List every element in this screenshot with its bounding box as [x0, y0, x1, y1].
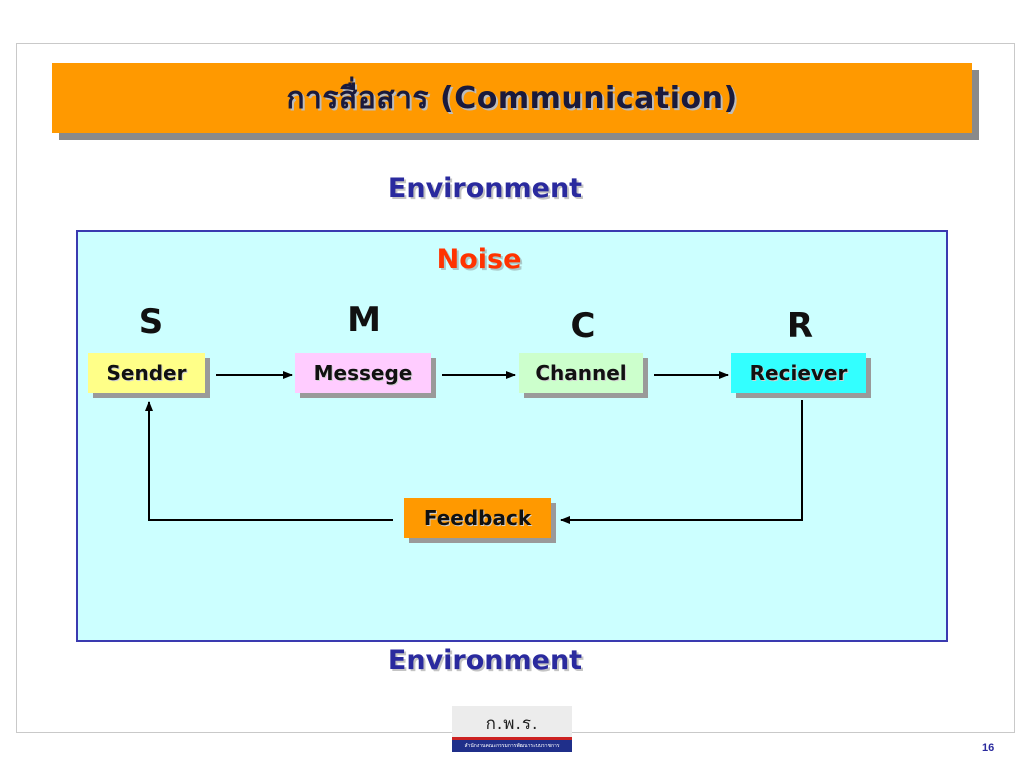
- feedback-box: Feedback: [404, 498, 551, 538]
- letter-c: C: [570, 306, 596, 346]
- receiver-box: Reciever: [731, 353, 866, 393]
- noise-label: Noise: [436, 244, 522, 275]
- letter-r: R: [786, 306, 814, 346]
- environment-label-bottom: Environment: [387, 645, 583, 676]
- message-box: Messege: [295, 353, 431, 393]
- logo-subtext: สำนักงานคณะกรรมการพัฒนาระบบราชการ: [464, 743, 560, 749]
- logo-text: ก.พ.ร.: [485, 714, 539, 734]
- sender-box: Sender: [88, 353, 205, 393]
- arrow-feedback-to-sender: [145, 401, 393, 521]
- letter-m: M: [347, 300, 381, 340]
- slide-title: การสื่อสาร (Communication): [286, 80, 738, 116]
- title-banner: การสื่อสาร (Communication): [52, 63, 972, 133]
- opdc-logo: ก.พ.ร. สำนักงานคณะกรรมการพัฒนาระบบราชการ: [452, 706, 572, 752]
- logo-bar: สำนักงานคณะกรรมการพัฒนาระบบราชการ: [452, 737, 572, 752]
- channel-box: Channel: [519, 353, 643, 393]
- environment-label-top: Environment: [387, 173, 583, 204]
- arrow-receiver-to-feedback: [560, 400, 803, 524]
- letter-s: S: [138, 302, 164, 342]
- page-number: 16: [982, 742, 995, 754]
